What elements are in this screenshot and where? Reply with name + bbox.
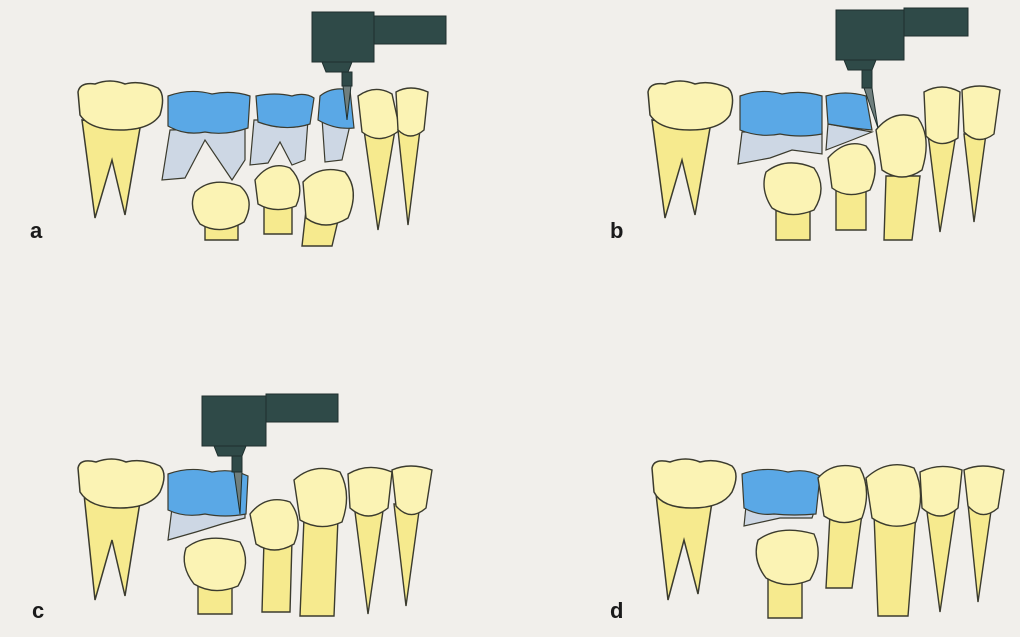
lower-teeth bbox=[764, 144, 875, 240]
molar-icon bbox=[78, 459, 164, 600]
panel-d-drawing bbox=[510, 318, 1020, 636]
panel-label: a bbox=[30, 218, 42, 244]
front-teeth bbox=[358, 88, 428, 230]
panel-label: c bbox=[32, 598, 44, 624]
prepared-teeth bbox=[742, 469, 820, 526]
front-teeth bbox=[818, 465, 1004, 616]
front-teeth bbox=[876, 86, 1000, 240]
panel-c-drawing bbox=[0, 318, 510, 636]
panel-label: b bbox=[610, 218, 623, 244]
molar-icon bbox=[648, 81, 733, 218]
molar-icon bbox=[78, 81, 163, 218]
panel-b: b bbox=[510, 0, 1020, 318]
prepared-teeth bbox=[162, 89, 354, 180]
panel-c: c bbox=[0, 318, 510, 636]
panel-label: d bbox=[610, 598, 623, 624]
molar-icon bbox=[652, 459, 736, 600]
lower-teeth bbox=[756, 530, 818, 618]
panel-a: a bbox=[0, 0, 510, 318]
panel-b-drawing bbox=[510, 0, 1020, 318]
panel-d: d bbox=[510, 318, 1020, 636]
lower-teeth bbox=[192, 166, 353, 246]
panel-a-drawing bbox=[0, 0, 510, 318]
lower-teeth bbox=[184, 538, 245, 614]
front-teeth bbox=[250, 466, 432, 616]
